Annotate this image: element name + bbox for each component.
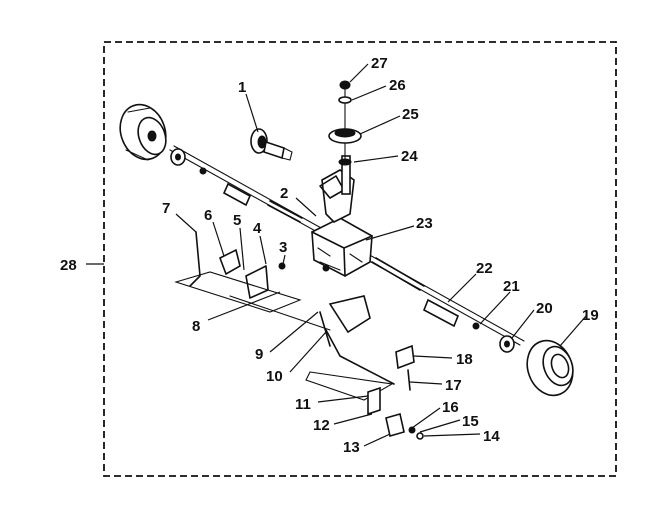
callout-18: 18	[456, 351, 473, 368]
callout-7: 7	[162, 200, 170, 217]
callout-1: 1	[238, 79, 246, 96]
leader-lines	[86, 63, 587, 447]
callout-4: 4	[253, 220, 262, 237]
callout-26: 26	[389, 77, 406, 94]
callout-10: 10	[266, 368, 283, 385]
callout-13: 13	[343, 439, 360, 456]
left-washer	[199, 167, 207, 175]
callout-labels: 1 2 3 4 5 6 7 8 9 10 11 12 13 14 15 16 1…	[60, 55, 599, 456]
callout-24: 24	[401, 148, 418, 165]
right-axle-tube	[422, 298, 460, 328]
callout-5: 5	[233, 212, 241, 229]
callout-6: 6	[204, 207, 212, 224]
callout-12: 12	[313, 417, 330, 434]
pulley-1	[250, 128, 293, 161]
callout-17: 17	[445, 377, 462, 394]
callout-9: 9	[255, 346, 263, 363]
left-axle-tube	[222, 182, 252, 207]
callout-3: 3	[279, 239, 287, 256]
right-shaft	[371, 257, 425, 291]
assembly-boundary	[103, 41, 617, 477]
gear-stack	[328, 80, 362, 166]
callout-8: 8	[192, 318, 200, 335]
shift-linkage-left	[174, 231, 331, 331]
left-bearing	[170, 148, 186, 166]
callout-16: 16	[442, 399, 459, 416]
callout-2: 2	[280, 185, 288, 202]
callout-22: 22	[476, 260, 493, 277]
right-washer	[472, 322, 480, 330]
callout-11: 11	[295, 396, 311, 413]
callout-14: 14	[483, 428, 500, 445]
callout-19: 19	[582, 307, 599, 324]
gearbox-housing	[311, 155, 373, 277]
callout-28: 28	[60, 257, 77, 274]
callout-27: 27	[371, 55, 388, 72]
callout-21: 21	[503, 278, 520, 295]
shift-linkage-lower	[305, 295, 424, 440]
left-wheel	[119, 103, 167, 161]
callout-20: 20	[536, 300, 553, 317]
callout-23: 23	[416, 215, 433, 232]
callout-15: 15	[462, 413, 479, 430]
callout-25: 25	[402, 106, 419, 123]
right-bearing	[499, 335, 515, 353]
right-wheel	[526, 339, 574, 397]
left-shaft-gear	[267, 200, 303, 223]
